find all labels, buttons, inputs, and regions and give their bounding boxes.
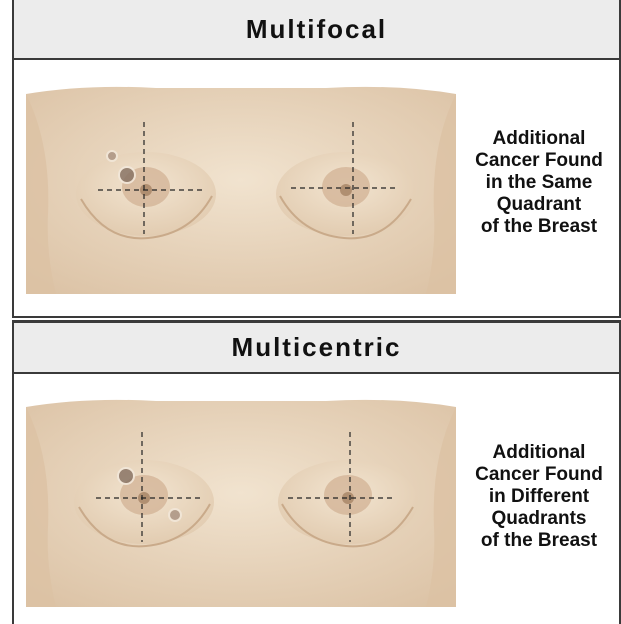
caption-line: in the Same [464,172,614,194]
multifocal-title-bar: Multifocal [14,0,619,60]
multifocal-chest-illustration [26,84,456,294]
multicentric-title: Multicentric [232,332,402,363]
multifocal-title: Multifocal [246,14,387,45]
caption-line: of the Breast [464,216,614,238]
multicentric-caption: Additional Cancer Found in Different Qua… [464,442,614,552]
caption-line: Quadrants [464,508,614,530]
multicentric-panel: Multicentric [12,320,621,624]
caption-line: Additional [464,442,614,464]
caption-line: Cancer Found [464,464,614,486]
caption-line: Additional [464,128,614,150]
caption-line: Cancer Found [464,150,614,172]
multicentric-chest-illustration [26,397,456,607]
caption-line: in Different [464,486,614,508]
multifocal-caption: Additional Cancer Found in the Same Quad… [464,128,614,238]
tumor-marker [169,509,181,521]
tumor-marker [119,167,135,183]
right-nipple [340,184,352,196]
tumor-marker [107,151,117,161]
tumor-marker [118,468,134,484]
multifocal-panel: Multifocal [12,0,621,318]
multicentric-title-bar: Multicentric [14,320,619,374]
caption-line: of the Breast [464,530,614,552]
caption-line: Quadrant [464,194,614,216]
